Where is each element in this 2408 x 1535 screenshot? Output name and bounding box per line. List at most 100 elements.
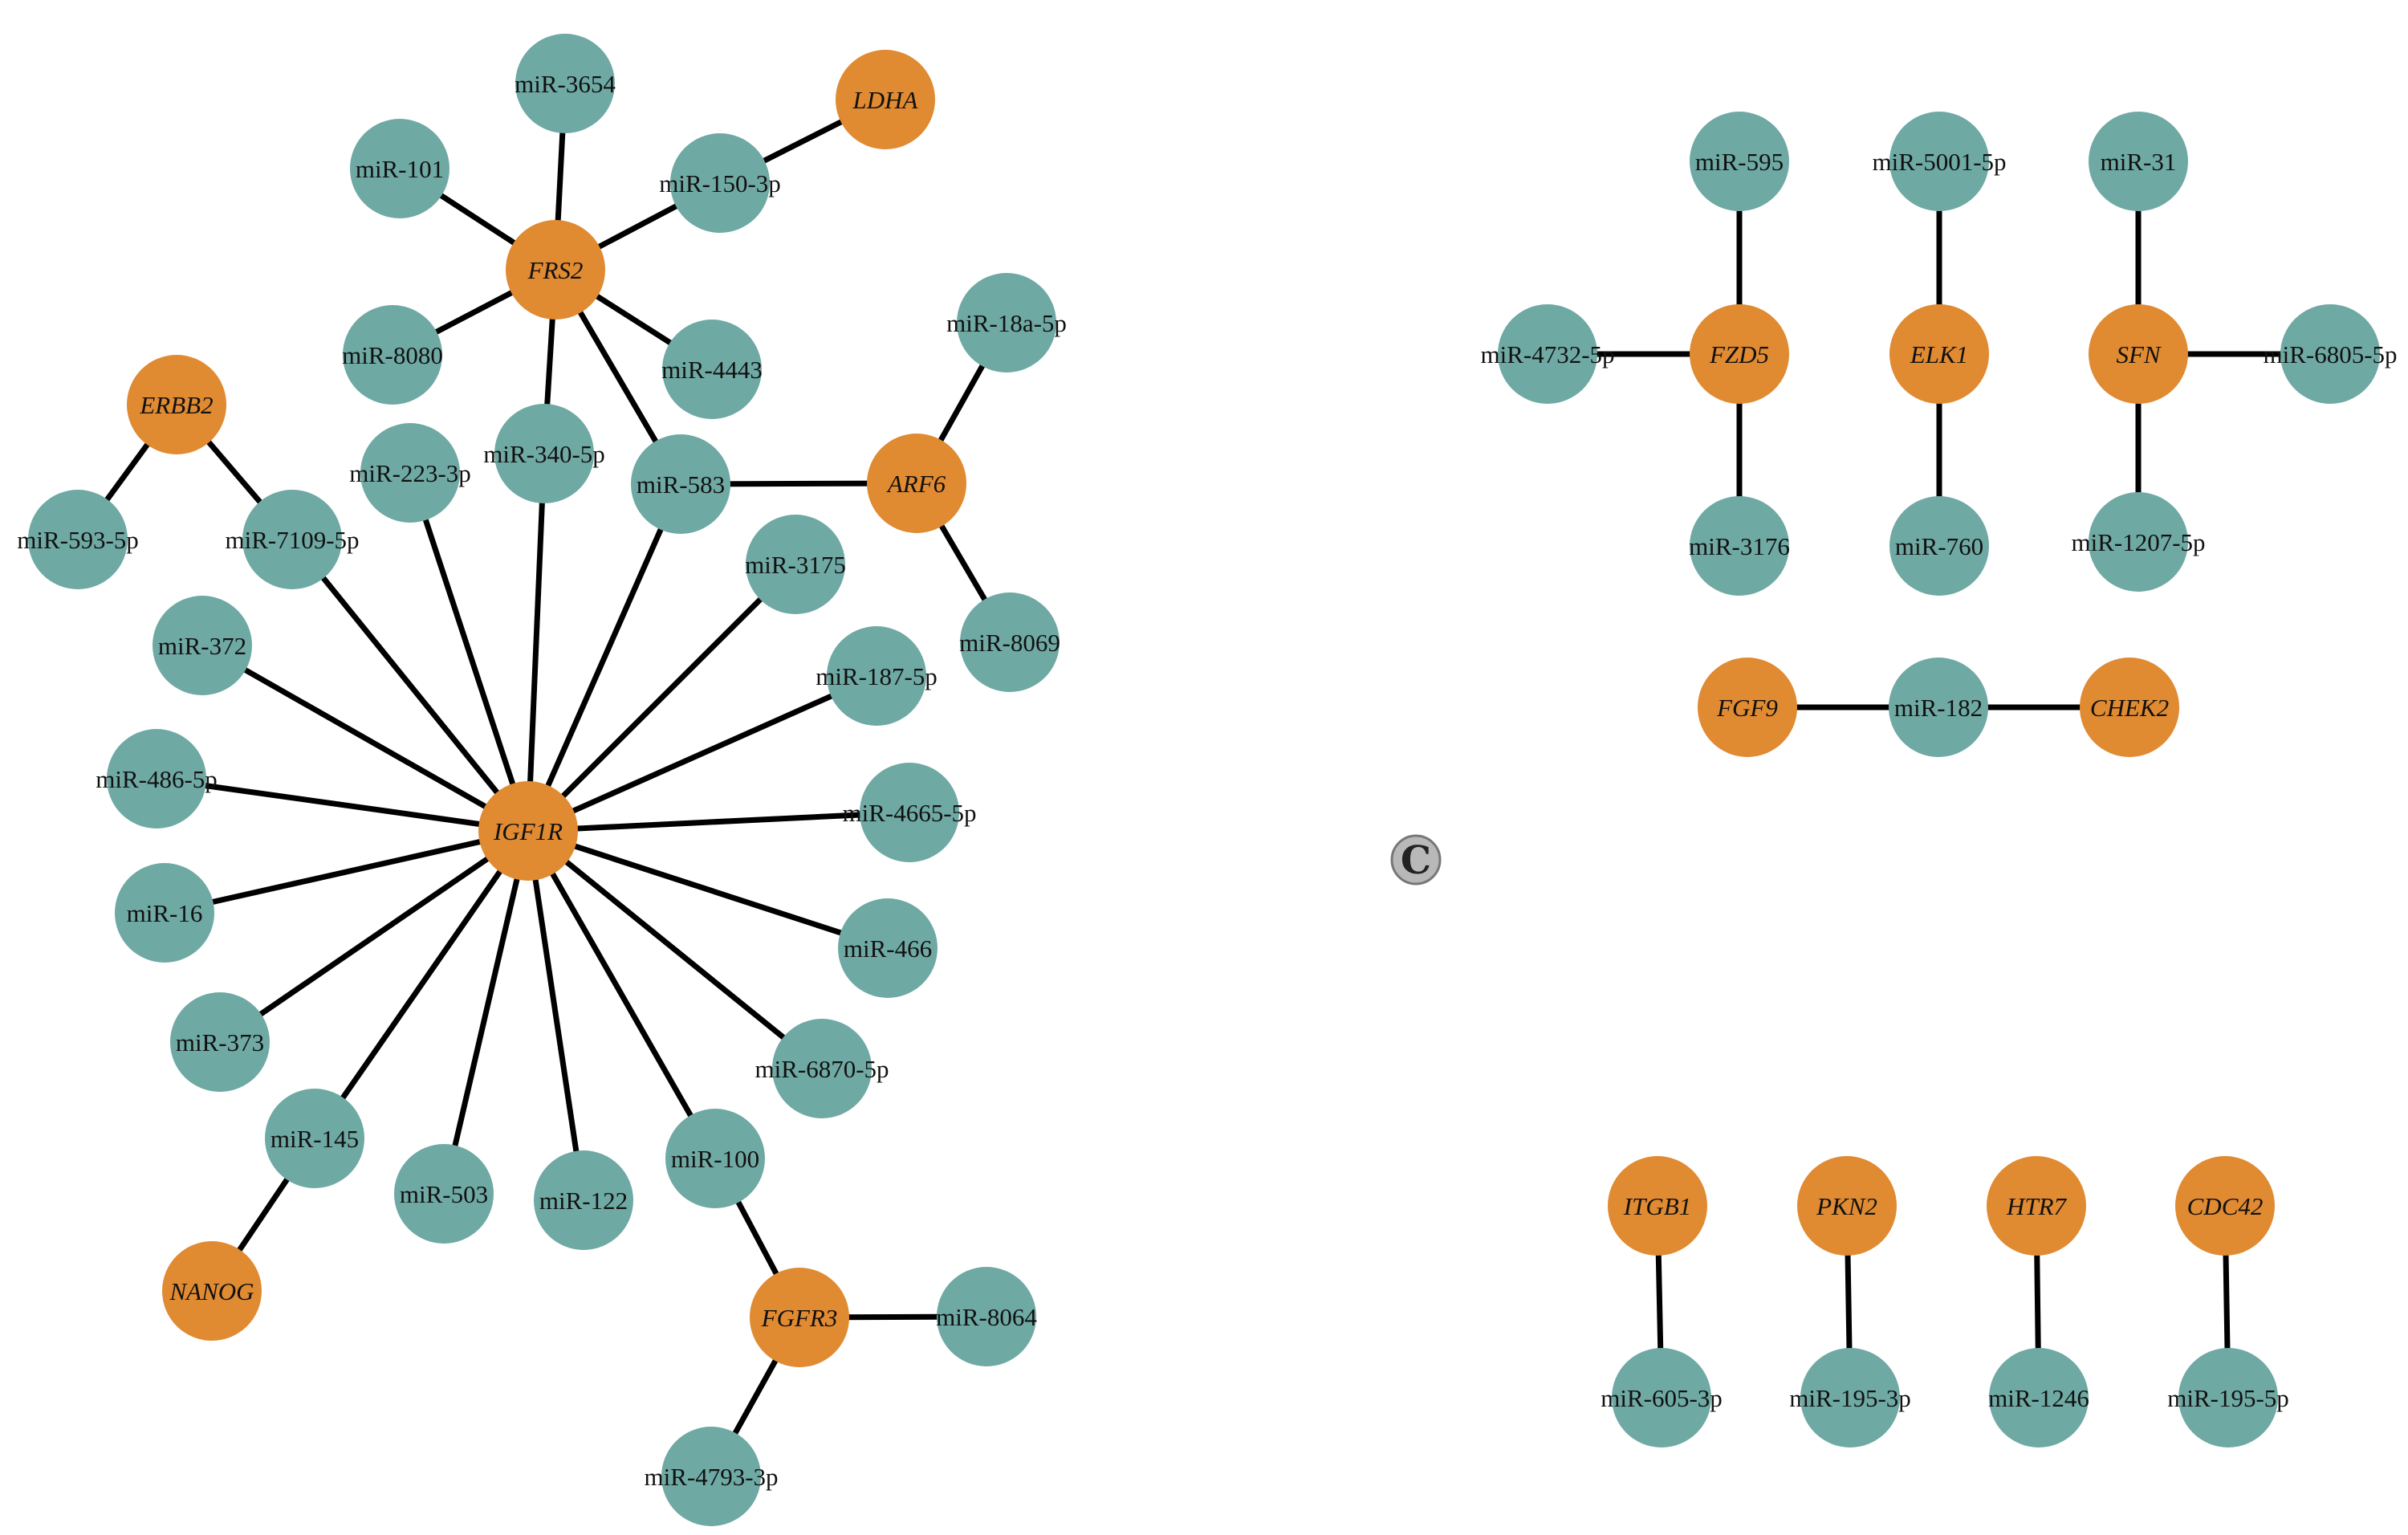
node-mir-593-5p[interactable]: miR-593-5p	[17, 490, 139, 589]
node-mir-122[interactable]: miR-122	[534, 1150, 633, 1250]
node-mir-195-3p[interactable]: miR-195-3p	[1789, 1348, 1911, 1447]
mirna-circle[interactable]	[665, 1109, 765, 1208]
gene-circle[interactable]	[1987, 1156, 2086, 1256]
mirna-circle[interactable]	[662, 320, 762, 419]
mirna-circle[interactable]	[107, 729, 206, 829]
node-erbb2[interactable]: ERBB2	[127, 355, 226, 454]
node-mir-372[interactable]: miR-372	[153, 596, 252, 695]
mirna-circle[interactable]	[957, 273, 1056, 373]
node-mir-145[interactable]: miR-145	[265, 1089, 364, 1188]
node-mir-150-3p[interactable]: miR-150-3p	[659, 133, 781, 233]
node-mir-6805-5p[interactable]: miR-6805-5p	[2263, 304, 2398, 404]
mirna-circle[interactable]	[960, 592, 1060, 692]
node-mir-4732-5p[interactable]: miR-4732-5p	[1480, 304, 1615, 404]
gene-circle[interactable]	[2089, 304, 2188, 404]
node-mir-6870-5p[interactable]: miR-6870-5p	[755, 1019, 889, 1118]
mirna-circle[interactable]	[1612, 1348, 1711, 1447]
node-mir-466[interactable]: miR-466	[838, 898, 938, 998]
node-mir-4793-3p[interactable]: miR-4793-3p	[644, 1427, 779, 1526]
mirna-circle[interactable]	[746, 515, 845, 614]
mirna-circle[interactable]	[1989, 1348, 2089, 1447]
node-mir-4443[interactable]: miR-4443	[661, 320, 763, 419]
mirna-circle[interactable]	[1498, 304, 1597, 404]
mirna-circle[interactable]	[343, 305, 442, 405]
node-mir-4665-5p[interactable]: miR-4665-5p	[842, 763, 977, 862]
node-mir-8069[interactable]: miR-8069	[959, 592, 1060, 692]
node-mir-3176[interactable]: miR-3176	[1689, 496, 1790, 596]
gene-circle[interactable]	[1698, 658, 1797, 757]
gene-circle[interactable]	[750, 1268, 849, 1367]
mirna-circle[interactable]	[360, 423, 460, 523]
node-mir-3654[interactable]: miR-3654	[515, 34, 616, 133]
mirna-circle[interactable]	[661, 1427, 761, 1526]
mirna-circle[interactable]	[2178, 1348, 2278, 1447]
mirna-circle[interactable]	[1889, 658, 1988, 757]
gene-circle[interactable]	[2175, 1156, 2275, 1256]
mirna-circle[interactable]	[350, 119, 449, 218]
node-mir-340-5p[interactable]: miR-340-5p	[483, 404, 605, 503]
mirna-circle[interactable]	[937, 1267, 1036, 1366]
node-mir-583[interactable]: miR-583	[631, 434, 730, 534]
node-mir-31[interactable]: miR-31	[2089, 112, 2188, 211]
node-mir-8064[interactable]: miR-8064	[936, 1267, 1037, 1366]
node-mir-101[interactable]: miR-101	[350, 119, 449, 218]
node-mir-486-5p[interactable]: miR-486-5p	[96, 729, 218, 829]
mirna-circle[interactable]	[115, 863, 214, 963]
node-mir-223-3p[interactable]: miR-223-3p	[349, 423, 471, 523]
node-mir-182[interactable]: miR-182	[1889, 658, 1988, 757]
node-nanog[interactable]: NANOG	[162, 1241, 262, 1341]
node-htr7[interactable]: HTR7	[1987, 1156, 2086, 1256]
mirna-circle[interactable]	[28, 490, 128, 589]
node-mir-187-5p[interactable]: miR-187-5p	[816, 626, 938, 726]
gene-circle[interactable]	[1889, 304, 1989, 404]
mirna-circle[interactable]	[1889, 496, 1989, 596]
node-fgf9[interactable]: FGF9	[1698, 658, 1797, 757]
mirna-circle[interactable]	[534, 1150, 633, 1250]
mirna-circle[interactable]	[494, 404, 594, 503]
mirna-circle[interactable]	[153, 596, 252, 695]
mirna-circle[interactable]	[827, 626, 926, 726]
node-mir-1207-5p[interactable]: miR-1207-5p	[2071, 492, 2206, 592]
node-ldha[interactable]: LDHA	[836, 50, 935, 149]
mirna-circle[interactable]	[2089, 492, 2188, 592]
gene-circle[interactable]	[836, 50, 935, 149]
node-cdc42[interactable]: CDC42	[2175, 1156, 2275, 1256]
node-mir-3175[interactable]: miR-3175	[745, 515, 846, 614]
mirna-circle[interactable]	[2089, 112, 2188, 211]
node-mir-18a-5p[interactable]: miR-18a-5p	[946, 273, 1067, 373]
gene-circle[interactable]	[2080, 658, 2179, 757]
mirna-circle[interactable]	[1889, 112, 1989, 211]
mirna-circle[interactable]	[772, 1019, 872, 1118]
mirna-circle[interactable]	[394, 1144, 494, 1244]
mirna-circle[interactable]	[515, 34, 615, 133]
mirna-circle[interactable]	[170, 992, 270, 1092]
node-mir-16[interactable]: miR-16	[115, 863, 214, 963]
mirna-circle[interactable]	[838, 898, 938, 998]
node-igf1r[interactable]: IGF1R	[478, 781, 578, 881]
gene-circle[interactable]	[478, 781, 578, 881]
node-frs2[interactable]: FRS2	[506, 220, 605, 320]
node-mir-7109-5p[interactable]: miR-7109-5p	[225, 490, 360, 589]
node-mir-5001-5p[interactable]: miR-5001-5p	[1872, 112, 2007, 211]
node-mir-503[interactable]: miR-503	[394, 1144, 494, 1244]
gene-circle[interactable]	[127, 355, 226, 454]
node-mir-1246[interactable]: miR-1246	[1988, 1348, 2089, 1447]
gene-circle[interactable]	[1608, 1156, 1707, 1256]
mirna-circle[interactable]	[2280, 304, 2380, 404]
node-mir-373[interactable]: miR-373	[170, 992, 270, 1092]
node-itgb1[interactable]: ITGB1	[1608, 1156, 1707, 1256]
node-fgfr3[interactable]: FGFR3	[750, 1268, 849, 1367]
gene-circle[interactable]	[1797, 1156, 1897, 1256]
node-mir-760[interactable]: miR-760	[1889, 496, 1989, 596]
node-mir-8080[interactable]: miR-8080	[342, 305, 443, 405]
mirna-circle[interactable]	[860, 763, 959, 862]
mirna-circle[interactable]	[631, 434, 730, 534]
node-chek2[interactable]: CHEK2	[2080, 658, 2179, 757]
gene-circle[interactable]	[506, 220, 605, 320]
node-mir-195-5p[interactable]: miR-195-5p	[2167, 1348, 2289, 1447]
node-mir-605-3p[interactable]: miR-605-3p	[1601, 1348, 1723, 1447]
mirna-circle[interactable]	[1800, 1348, 1900, 1447]
node-elk1[interactable]: ELK1	[1889, 304, 1989, 404]
mirna-circle[interactable]	[1690, 496, 1789, 596]
gene-circle[interactable]	[1690, 304, 1789, 404]
